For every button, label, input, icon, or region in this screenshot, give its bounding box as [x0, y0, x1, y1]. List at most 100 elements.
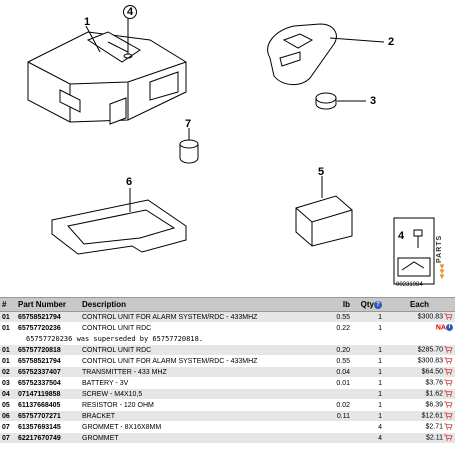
col-description: Description: [80, 297, 316, 312]
callout-6: 6: [126, 176, 133, 188]
part-price: $2.11: [426, 434, 443, 442]
part-number-link[interactable]: 65752337407: [16, 366, 80, 378]
col-qty-label: Qty: [360, 300, 374, 309]
part-qty: 4: [352, 432, 384, 444]
part-number-link[interactable]: 65758521794: [16, 355, 80, 367]
part-description: CONTROL UNIT RDC: [80, 322, 316, 334]
part-qty: 4: [352, 421, 384, 433]
part-price-cell: $1.62: [384, 388, 455, 400]
part-weight: [316, 388, 352, 400]
part-qty: 1: [352, 355, 384, 367]
part-number-link[interactable]: 65752337504: [16, 377, 80, 389]
info-icon[interactable]: i: [446, 324, 453, 332]
part-price: $1.62: [425, 390, 443, 398]
part-price-cell: $6.39: [384, 399, 455, 411]
cart-icon[interactable]: [444, 368, 453, 375]
part-number-link[interactable]: 62217670749: [16, 432, 80, 444]
callout-4: 4: [123, 5, 137, 19]
part-description: CONTROL UNIT FOR ALARM SYSTEM/RDC - 433M…: [80, 311, 316, 323]
cart-icon[interactable]: [444, 434, 453, 441]
col-lb: lb: [316, 297, 352, 312]
part-price-cell: $300.83: [384, 311, 455, 323]
row-num: 04: [0, 388, 16, 400]
part-price: $300.83: [417, 313, 443, 321]
part-price-cell: $300.83: [384, 355, 455, 367]
part-price: $64.50: [421, 368, 443, 376]
part-qty: 1: [352, 366, 384, 378]
part-price-cell: $12.61: [384, 410, 455, 422]
part-price: $300.83: [417, 357, 443, 365]
cart-icon[interactable]: [444, 423, 453, 430]
cart-icon[interactable]: [444, 379, 453, 386]
cart-icon[interactable]: [444, 390, 453, 397]
part-number-link[interactable]: 61357693145: [16, 421, 80, 433]
diagram-id: 00231984: [396, 282, 423, 288]
parts-tab-label: PARTS: [436, 234, 443, 264]
callout-3: 3: [370, 95, 377, 107]
row-num: 05: [0, 399, 16, 411]
row-num: 02: [0, 366, 16, 378]
help-icon[interactable]: ?: [374, 300, 382, 309]
callout-5: 5: [318, 166, 325, 178]
part-description: CONTROL UNIT RDC: [80, 344, 316, 356]
row-num: 06: [0, 410, 16, 422]
part-weight: 0.01: [316, 377, 352, 389]
part-number-link[interactable]: 65758521794: [16, 311, 80, 323]
callout-1: 1: [84, 16, 91, 28]
part-number-link[interactable]: 65757720236: [16, 322, 80, 334]
part-number-link[interactable]: 61137668405: [16, 399, 80, 411]
col-num: #: [0, 297, 16, 312]
row-num: 07: [0, 421, 16, 433]
part-price-cell: $2.11: [384, 432, 455, 444]
part-qty: 1: [352, 344, 384, 356]
callout-4-inset: 4: [398, 230, 405, 242]
row-num: 03: [0, 377, 16, 389]
part-price: $3.76: [425, 379, 443, 387]
part-price: NA: [435, 324, 446, 332]
part-qty: 1: [352, 311, 384, 323]
col-part-number: Part Number: [16, 297, 80, 312]
part-qty: 1: [352, 377, 384, 389]
callout-7: 7: [185, 118, 192, 130]
part-number-link[interactable]: 65757707271: [16, 410, 80, 422]
part-price-cell: $285.70: [384, 344, 455, 356]
row-num: 01: [0, 355, 16, 367]
row-num: 01: [0, 344, 16, 356]
part-weight: 0.11: [316, 410, 352, 422]
part-weight: 0.04: [316, 366, 352, 378]
cart-icon[interactable]: [444, 357, 453, 364]
part-description: SCREW - M4X10,5: [80, 388, 316, 400]
part-qty: 1: [352, 388, 384, 400]
part-weight: 0.22: [316, 322, 352, 334]
part-price: $2.71: [425, 423, 443, 431]
part-price-cell: $3.76: [384, 377, 455, 389]
part-description: GROMMET: [80, 432, 316, 444]
row-num: 07: [0, 432, 16, 444]
cart-icon[interactable]: [444, 313, 453, 320]
row-num: 01: [0, 311, 16, 323]
cart-icon[interactable]: [444, 401, 453, 408]
cart-icon[interactable]: [444, 412, 453, 419]
cart-icon[interactable]: [444, 346, 453, 353]
part-number-link[interactable]: 65757720818: [16, 344, 80, 356]
parts-side-tab[interactable]: PARTS ▼▼▼: [436, 234, 452, 281]
callout-2: 2: [388, 36, 395, 48]
part-qty: 1: [352, 322, 384, 334]
part-number-link[interactable]: 07147119858: [16, 388, 80, 400]
part-weight: 0.02: [316, 399, 352, 411]
part-price: $285.70: [417, 346, 443, 354]
supersede-note-row: 65757720236 was superseded by 6575772081…: [0, 333, 455, 345]
col-each: Each: [384, 297, 455, 312]
